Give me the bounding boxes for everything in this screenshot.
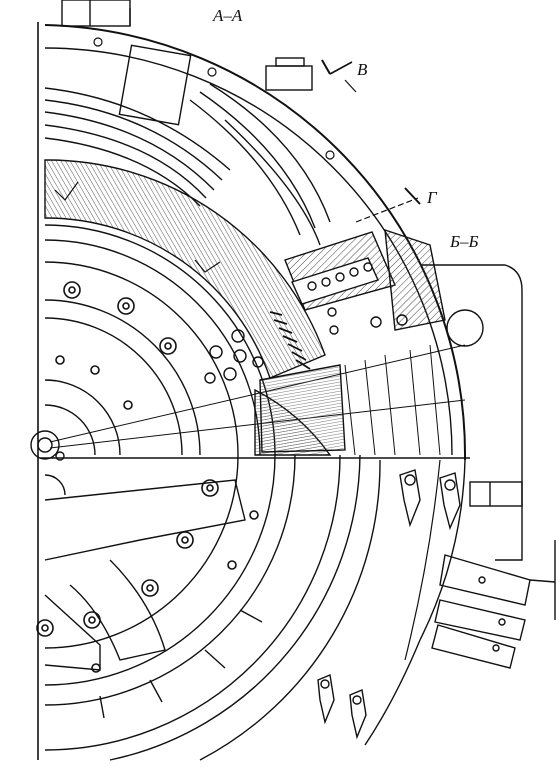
- right-flange: [420, 264, 523, 561]
- slot-lines: [344, 344, 441, 456]
- lamination-section: [259, 364, 346, 453]
- top-housing-block: [61, 0, 131, 27]
- bearing-shield-right: [384, 228, 446, 331]
- brush-holders: [317, 469, 461, 740]
- view-marker-v: [321, 59, 357, 93]
- shaft-center: [30, 430, 65, 461]
- section-label-aa: A–A: [213, 6, 243, 25]
- terminal-box-top: [265, 57, 313, 91]
- terminal-busbars: [431, 540, 556, 669]
- stator-core-upper: [44, 159, 326, 379]
- view-label-v: В: [357, 60, 368, 79]
- view-label-g: Г: [427, 188, 437, 207]
- coil-block-right: [284, 231, 396, 311]
- sector-lines: [40, 344, 470, 459]
- housing-outer-contour: [44, 24, 467, 746]
- housing-lower-right: [404, 459, 441, 661]
- hub-bolts-lower: [36, 479, 259, 673]
- lower-rings: [44, 454, 381, 761]
- winding-leads: [189, 83, 331, 246]
- hub-bolts-upper: [55, 281, 177, 410]
- section-label-bb: Б–Б: [450, 232, 479, 251]
- ring-segments: [99, 609, 263, 719]
- end-winding-upper: [44, 44, 231, 207]
- stator-teeth: [269, 311, 311, 370]
- rotor-spider-lower: [44, 474, 246, 671]
- detail-marks: [54, 37, 335, 273]
- view-marker-g: [355, 187, 421, 223]
